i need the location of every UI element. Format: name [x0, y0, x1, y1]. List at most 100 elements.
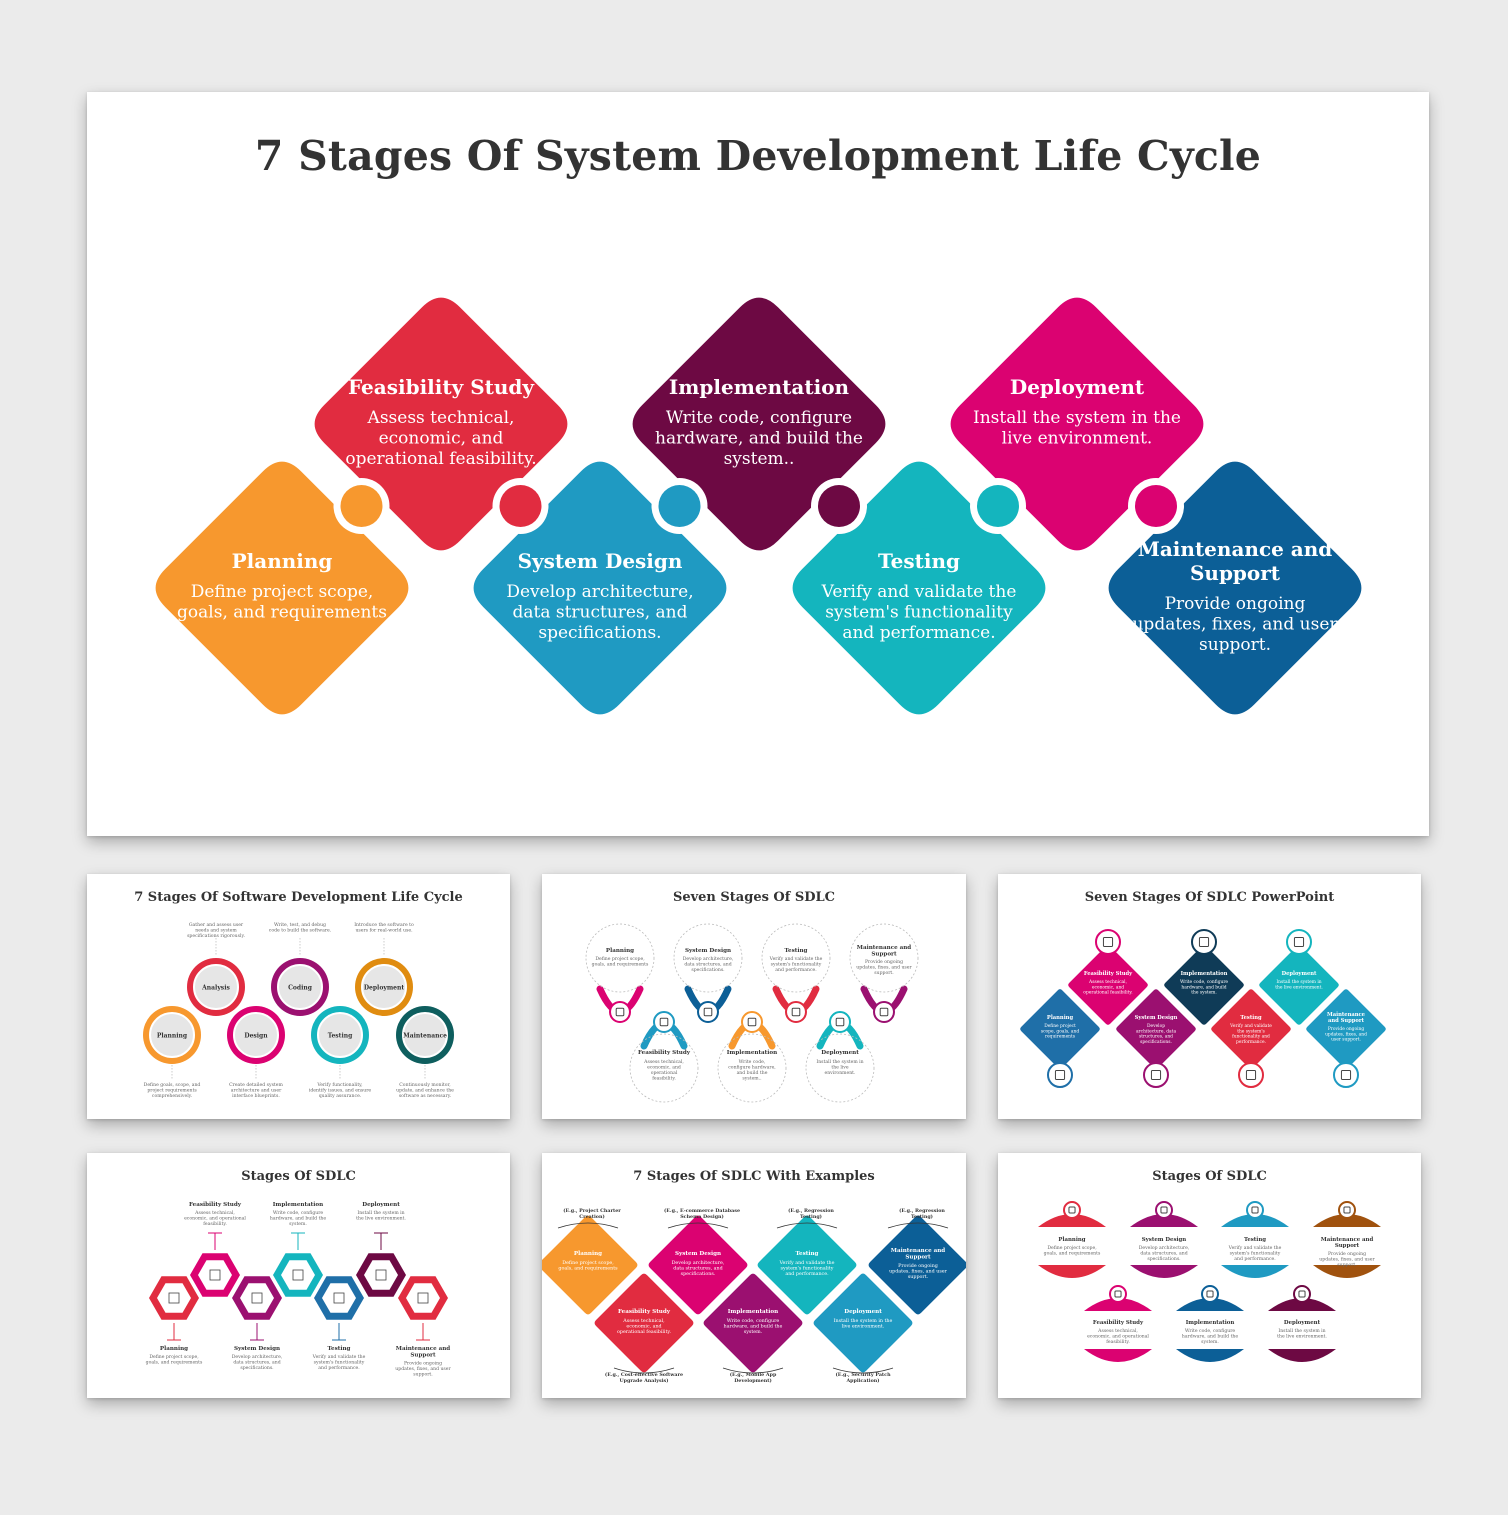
hex-top-desc-0: Assess technical,economic, and operation…: [184, 1210, 246, 1227]
bottom-desc-0-line: economic, and: [647, 1065, 681, 1071]
ex-bottom-note-2-line: Application): [845, 1377, 879, 1384]
top-desc-1-line: data structures, and: [684, 962, 731, 968]
connector-dot-0: [340, 485, 383, 527]
bottom-note-2: Verify functionality,identify issues, an…: [309, 1082, 372, 1099]
main-slide-title: 7 Stages Of System Development Life Cycl…: [254, 132, 1262, 180]
top-note-0-line: Gather and assess user: [189, 922, 244, 928]
bottom-base-2: [1268, 1349, 1336, 1362]
ex-diamond-5: [702, 1272, 804, 1374]
wave-icon-0-glyph: [615, 1007, 625, 1017]
ex-title-4-line: Feasibility Study: [618, 1309, 671, 1315]
diamond-icon-3-glyph: [1198, 936, 1210, 948]
top-card-icon-0: [1063, 1201, 1081, 1219]
wave-icon-3-glyph: [747, 1017, 757, 1027]
hex-bottom-desc-3-line: support.: [413, 1372, 433, 1378]
diamond-desc-4-line: performance.: [1236, 1040, 1266, 1045]
hexagon-icon-1: [209, 1269, 221, 1281]
ex-desc-5-line: hardware, and build the: [724, 1324, 783, 1330]
hex-top-desc-1-line: hardware, and build the: [270, 1216, 326, 1222]
bottom-base-0: [1084, 1349, 1152, 1362]
top-base-1: [1130, 1265, 1198, 1278]
thumbnail-1-title: 7 Stages Of Software Development Life Cy…: [134, 890, 463, 905]
ex-top-note-1-line: (E.g., E-commerce Database: [664, 1207, 740, 1214]
stage-desc-1-line: economic, and: [379, 429, 504, 449]
diamond-icon-1: [1095, 929, 1121, 955]
circle-label-4-line: Testing: [328, 1033, 353, 1040]
ex-bottom-note-0-line: Upgrade Analysis): [619, 1377, 668, 1384]
bottom-desc-2-line: the live: [831, 1065, 849, 1071]
ex-desc-3-line: Provide ongoing: [898, 1263, 938, 1269]
top-dashed-0: [585, 923, 655, 993]
main-slide[interactable]: 7 Stages Of System Development Life Cycl…: [87, 92, 1429, 836]
ex-desc-4-line: operational feasibility.: [617, 1329, 671, 1335]
top-desc-0-line: Define project scope,: [595, 956, 645, 962]
top-card-desc-2-line: Verify and validate the: [1228, 1245, 1282, 1251]
hex-bottom-title-3-line: Maintenance and: [396, 1346, 451, 1352]
stage-title-4: Testing: [878, 549, 960, 573]
top-desc-2-line: Verify and validate the: [769, 956, 823, 962]
top-title-0-line: Planning: [606, 948, 634, 954]
bottom-card-desc-1-line: system.: [1201, 1339, 1219, 1345]
bottom-title-2: Deployment: [821, 1050, 859, 1056]
bottom-card-title-1-line: Implementation: [1186, 1320, 1235, 1326]
circle-label-6-line: Maintenance: [403, 1033, 447, 1040]
ex-title-3-line: Maintenance and: [891, 1248, 946, 1254]
circle-label-6: Maintenance: [403, 1033, 447, 1040]
hex-bottom-title-1: System Design: [234, 1346, 280, 1352]
ex-desc-5-line: Write code, configure: [727, 1318, 780, 1324]
ex-desc-1-line: Develop architecture,: [672, 1260, 725, 1266]
circle-inner-1: [193, 964, 239, 1010]
thumbnail-1[interactable]: 7 Stages Of Software Development Life Cy…: [87, 874, 510, 1119]
ex-top-note-3-line: Testing): [911, 1213, 933, 1220]
thumbnail-3[interactable]: Seven Stages Of SDLC PowerPoint Planning…: [998, 874, 1421, 1119]
top-card-title-3-line: Maintenance and: [1321, 1237, 1374, 1243]
diamond-desc-6-line: updates, fixes, and: [1325, 1032, 1367, 1037]
bottom-title-0-line: Feasibility Study: [638, 1050, 691, 1056]
diamond-title-4: Testing: [1240, 1015, 1262, 1021]
ex-diamond-6: [812, 1272, 914, 1374]
top-desc-0-line: goals, and requirements: [592, 962, 649, 968]
stage-desc-5-line: Install the system in the: [973, 408, 1181, 428]
top-cap-3: [1313, 1214, 1381, 1227]
ex-title-5: Implementation: [728, 1309, 778, 1315]
bottom-note-1-line: interface blueprints.: [232, 1093, 280, 1099]
diamond-title-6-line: Maintenance: [1327, 1012, 1366, 1018]
stage-desc-1-line: Assess technical,: [367, 408, 515, 428]
top-card-desc-0: Define project scope,goals, and requirem…: [1044, 1245, 1101, 1256]
diamond-title-6-line: and Support: [1328, 1018, 1365, 1024]
ex-bottom-arc-2: [832, 1367, 894, 1374]
hex-top-desc-1-line: system.: [289, 1221, 307, 1227]
hex-bottom-title-0: Planning: [160, 1346, 188, 1352]
ex-title-4: Feasibility Study: [618, 1309, 671, 1315]
top-card-desc-3-line: support.: [1337, 1262, 1357, 1268]
connector-dot-3: [818, 485, 860, 527]
thumbnail-3-title: Seven Stages Of SDLC PowerPoint: [1084, 890, 1335, 905]
wave-icon-4: [785, 1001, 807, 1023]
top-note-0-line: specifications rigorously.: [187, 933, 245, 939]
diamond-title-5: Deployment: [1282, 971, 1317, 977]
hex-bottom-title-3-line: Support: [410, 1353, 436, 1359]
bottom-title-2-line: Deployment: [821, 1050, 859, 1056]
diamond-icon-6-glyph: [1340, 1069, 1352, 1081]
hexagon-icon-3: [292, 1269, 304, 1281]
diamond-title-4-line: Testing: [1240, 1015, 1262, 1021]
bottom-card-desc-0-line: Assess technical,: [1097, 1328, 1138, 1334]
top-card-icon-3-glyph: [1343, 1206, 1351, 1214]
ex-title-2: Testing: [796, 1251, 819, 1257]
hex-top-desc-0-line: feasibility.: [203, 1221, 227, 1227]
bottom-note-0-line: Define goals, scope, and: [144, 1082, 201, 1088]
stage-title-0: Planning: [232, 549, 333, 573]
